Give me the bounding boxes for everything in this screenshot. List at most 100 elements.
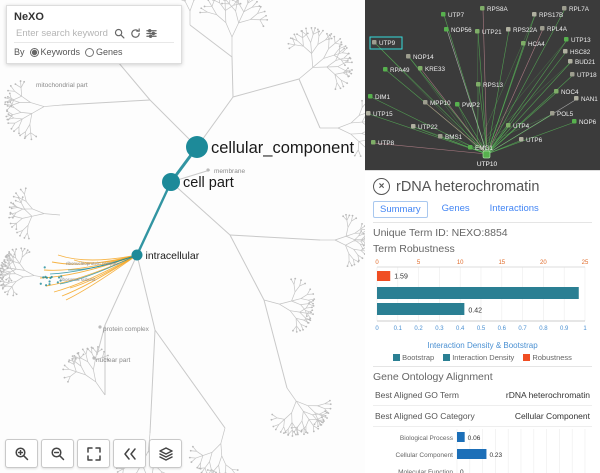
- go-alignment-heading: Gene Ontology Alignment: [373, 371, 493, 383]
- radio-keywords-input[interactable]: [29, 47, 39, 57]
- svg-text:mitochondrial part: mitochondrial part: [36, 82, 88, 89]
- term-details-panel: × rDNA heterochromatin Summary Genes Int…: [365, 170, 600, 473]
- svg-text:cell part: cell part: [183, 175, 234, 191]
- go-category-label: Best Aligned GO Category: [375, 411, 475, 421]
- svg-text:UTP6: UTP6: [526, 137, 543, 144]
- tab-summary[interactable]: Summary: [373, 201, 428, 218]
- by-label: By: [14, 47, 25, 57]
- divider: [373, 222, 592, 223]
- filter-icon[interactable]: [144, 26, 158, 40]
- svg-text:0.06: 0.06: [468, 435, 481, 442]
- svg-text:RPL7A: RPL7A: [569, 6, 590, 13]
- svg-text:KRE33: KRE33: [425, 66, 445, 73]
- svg-text:UTP7: UTP7: [448, 12, 465, 19]
- radio-genes[interactable]: Genes: [85, 47, 123, 57]
- svg-text:NOP14: NOP14: [413, 54, 434, 61]
- reset-icon[interactable]: [128, 26, 142, 40]
- zoom-in-button[interactable]: [5, 439, 38, 468]
- search-panel: NeXO By Keywords: [6, 5, 182, 64]
- svg-text:0.1: 0.1: [394, 326, 403, 332]
- svg-text:Molecular Function: Molecular Function: [398, 469, 453, 473]
- go-term-row: Best Aligned GO Term rDNA heterochromati…: [373, 385, 592, 406]
- svg-text:0.6: 0.6: [498, 326, 507, 332]
- collapse-button[interactable]: [113, 439, 146, 468]
- tab-interactions[interactable]: Interactions: [489, 203, 539, 214]
- svg-text:MPP10: MPP10: [430, 100, 451, 107]
- details-tabs: Summary Genes Interactions: [373, 201, 592, 218]
- svg-text:UTP10: UTP10: [477, 161, 498, 168]
- go-term-label: Best Aligned GO Term: [375, 390, 459, 400]
- search-row: [14, 26, 174, 43]
- svg-text:1.59: 1.59: [394, 274, 408, 281]
- svg-text:membrane: membrane: [214, 168, 245, 175]
- svg-text:ribosomal subunit: ribosomal subunit: [60, 277, 96, 282]
- svg-text:UTP22: UTP22: [418, 124, 438, 131]
- svg-text:Cellular Component: Cellular Component: [396, 452, 454, 459]
- svg-text:UTP21: UTP21: [482, 29, 502, 36]
- search-input[interactable]: [14, 26, 110, 40]
- tab-genes[interactable]: Genes: [441, 203, 470, 214]
- svg-text:RPL4A: RPL4A: [547, 26, 568, 33]
- svg-text:RPA49: RPA49: [390, 67, 410, 74]
- unique-term-id: Unique Term ID: NEXO:8854: [373, 227, 508, 239]
- svg-text:UTP8: UTP8: [378, 140, 395, 147]
- radio-genes-input[interactable]: [85, 47, 95, 57]
- svg-text:RPS17B: RPS17B: [539, 12, 563, 19]
- svg-text:PWP2: PWP2: [462, 102, 480, 109]
- svg-text:NOC4: NOC4: [561, 89, 579, 96]
- search-icon[interactable]: [112, 26, 126, 40]
- svg-text:NOP6: NOP6: [579, 119, 597, 126]
- svg-text:EMG1: EMG1: [475, 145, 493, 152]
- term-robustness-heading: Term Robustness: [373, 243, 455, 255]
- app-title: NeXO: [14, 11, 44, 23]
- svg-text:20: 20: [540, 260, 547, 266]
- svg-text:0.8: 0.8: [539, 326, 548, 332]
- go-category-value: Cellular Component: [514, 411, 590, 421]
- svg-text:ribonucleoprotein complex: ribonucleoprotein complex: [66, 261, 119, 266]
- fit-to-screen-button[interactable]: [77, 439, 110, 468]
- svg-text:RPS22A: RPS22A: [513, 27, 538, 34]
- svg-text:cellular_component: cellular_component: [211, 139, 355, 157]
- svg-text:intracellular: intracellular: [146, 250, 200, 262]
- layers-button[interactable]: [149, 439, 182, 468]
- svg-text:HSC82: HSC82: [570, 49, 591, 56]
- svg-text:UTP4: UTP4: [513, 123, 530, 130]
- svg-text:BUD21: BUD21: [575, 59, 596, 66]
- legend-item: Bootstrap: [393, 353, 434, 362]
- svg-text:0.9: 0.9: [560, 326, 569, 332]
- svg-text:15: 15: [498, 260, 505, 266]
- svg-text:5: 5: [417, 260, 421, 266]
- svg-text:BMS1: BMS1: [445, 134, 463, 141]
- svg-text:0.7: 0.7: [518, 326, 527, 332]
- svg-text:protein complex: protein complex: [103, 326, 150, 333]
- svg-text:UTP9: UTP9: [379, 40, 396, 47]
- svg-text:UTP18: UTP18: [577, 72, 597, 79]
- svg-text:10: 10: [457, 260, 464, 266]
- svg-text:RPS8A: RPS8A: [487, 6, 508, 13]
- svg-text:25: 25: [582, 260, 589, 266]
- close-icon[interactable]: ×: [373, 178, 390, 195]
- details-header: × rDNA heterochromatin: [373, 178, 592, 195]
- divider: [373, 366, 592, 367]
- svg-text:0.23: 0.23: [489, 452, 502, 459]
- zoom-out-button[interactable]: [41, 439, 74, 468]
- svg-text:nuclear part: nuclear part: [96, 357, 131, 364]
- svg-text:0: 0: [460, 469, 464, 473]
- svg-text:Biological Process: Biological Process: [400, 435, 454, 442]
- go-category-row: Best Aligned GO Category Cellular Compon…: [373, 406, 592, 427]
- radio-keywords[interactable]: Keywords: [29, 47, 80, 57]
- go-alignment-chart: 00.10.20.30.40.50.60.70.80.91Biological …: [396, 429, 586, 473]
- svg-text:UTP13: UTP13: [571, 37, 591, 44]
- svg-text:HCA4: HCA4: [528, 41, 545, 48]
- robustness-axis-title: Interaction Density & Bootstrap: [427, 341, 538, 350]
- svg-text:0: 0: [375, 326, 379, 332]
- go-term-value: rDNA heterochromatin: [505, 390, 590, 400]
- legend-item: Interaction Density: [443, 353, 514, 362]
